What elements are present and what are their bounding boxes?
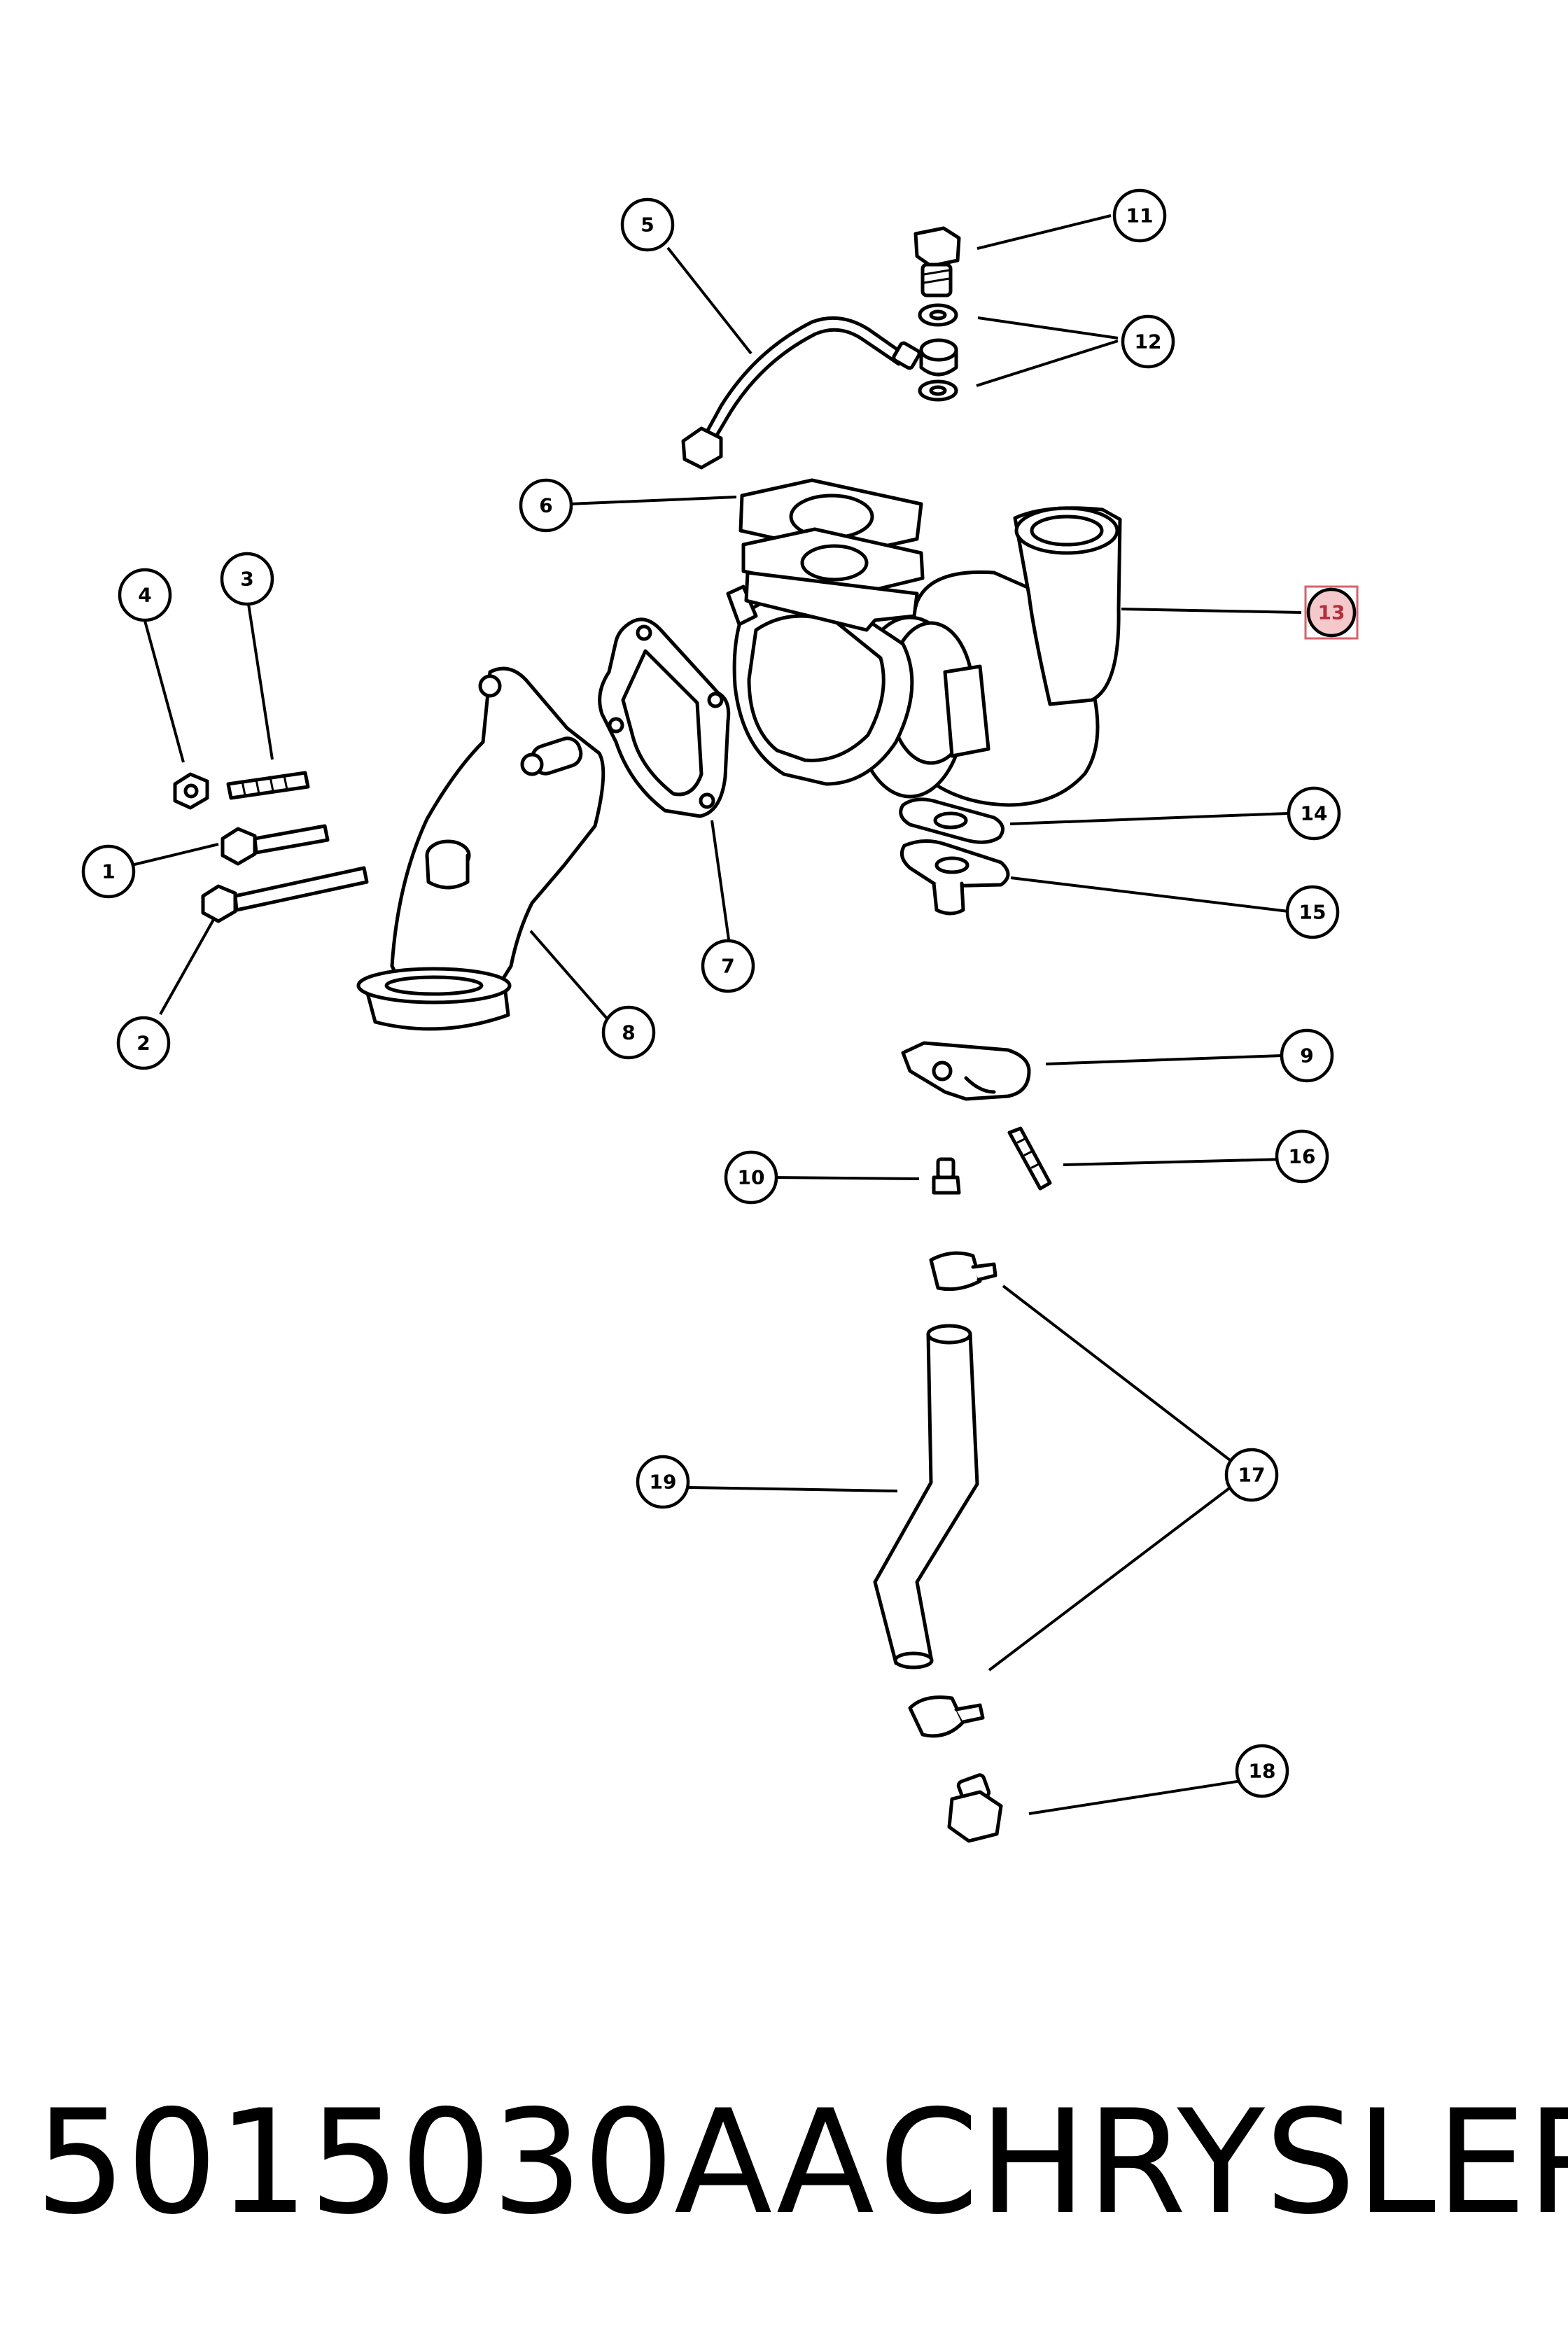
callout-label[interactable]: 2	[136, 1032, 150, 1055]
callout-6[interactable]: 6	[519, 478, 573, 533]
part-oil-tube-19	[873, 1324, 979, 1670]
part-washer-fitting-12	[918, 303, 958, 402]
callout-10[interactable]: 10	[724, 1150, 778, 1205]
callout-4[interactable]: 4	[118, 568, 172, 622]
callout-1[interactable]: 1	[81, 844, 136, 899]
callout-14[interactable]: 14	[1287, 786, 1341, 841]
part-gasket-14	[899, 797, 1004, 844]
part-turbocharger-13	[726, 506, 1122, 807]
callout-label[interactable]: 16	[1289, 1145, 1316, 1168]
part-gasket-7	[598, 617, 731, 818]
caption: 5015030AA CHRYSLER	[35, 2072, 1568, 2254]
callout-3[interactable]: 3	[220, 552, 274, 606]
callout-label[interactable]: 9	[1300, 1044, 1313, 1068]
callout-label[interactable]: 14	[1301, 802, 1328, 825]
part-exhaust-elbow-8	[356, 666, 606, 1031]
callout-label[interactable]: 7	[721, 955, 734, 978]
callout-label[interactable]: 10	[738, 1166, 765, 1189]
part-stud-3	[226, 771, 310, 800]
callout-label[interactable]: 8	[622, 1021, 635, 1044]
part-oil-line-5	[681, 316, 921, 470]
part-bracket-9	[901, 1041, 1031, 1101]
part-bolt-1	[220, 824, 330, 866]
callout-11[interactable]: 11	[1112, 188, 1167, 243]
leader-lines	[116, 214, 1302, 1815]
callout-17[interactable]: 17	[1224, 1448, 1279, 1502]
callout-label[interactable]: 11	[1126, 204, 1154, 227]
callout-label[interactable]: 13	[1318, 601, 1345, 624]
callout-label[interactable]: 19	[650, 1471, 677, 1494]
callout-label[interactable]: 1	[102, 860, 115, 883]
callout-8[interactable]: 8	[601, 1005, 656, 1060]
callout-18[interactable]: 18	[1235, 1744, 1289, 1798]
callout-label[interactable]: 17	[1238, 1464, 1266, 1487]
brand-name: CHRYSLER	[878, 2080, 1568, 2246]
callout-13[interactable]: 13	[1304, 585, 1359, 640]
part-fitting-18	[947, 1773, 1003, 1843]
part-hose-clamp-17	[908, 1251, 997, 1738]
part-nut-4	[173, 772, 209, 810]
callout-9[interactable]: 9	[1280, 1028, 1334, 1083]
part-gasket-6	[738, 478, 925, 597]
highlight-box	[1304, 585, 1359, 640]
callout-label[interactable]: 18	[1249, 1760, 1276, 1783]
callout-16[interactable]: 16	[1275, 1129, 1329, 1184]
callout-label[interactable]: 3	[240, 568, 253, 591]
callout-12[interactable]: 12	[1121, 314, 1175, 369]
part-bolt-2	[201, 866, 369, 923]
part-bolt-10	[932, 1157, 961, 1195]
part-bolt-11	[913, 226, 961, 298]
callout-2[interactable]: 2	[116, 1016, 171, 1070]
callout-label[interactable]: 12	[1135, 330, 1162, 354]
callout-7[interactable]: 7	[701, 939, 755, 993]
callout-label[interactable]: 5	[640, 214, 654, 237]
callout-label[interactable]: 6	[539, 494, 552, 517]
part-number: 5015030AA	[35, 2080, 875, 2246]
callout-label[interactable]: 15	[1299, 901, 1326, 924]
callout-label[interactable]: 4	[138, 584, 151, 607]
callout-19[interactable]: 19	[636, 1455, 690, 1509]
part-stud-16	[1007, 1126, 1052, 1191]
callout-5[interactable]: 5	[620, 197, 675, 252]
part-drain-flange-15	[899, 839, 1010, 916]
callout-15[interactable]: 15	[1285, 885, 1340, 939]
